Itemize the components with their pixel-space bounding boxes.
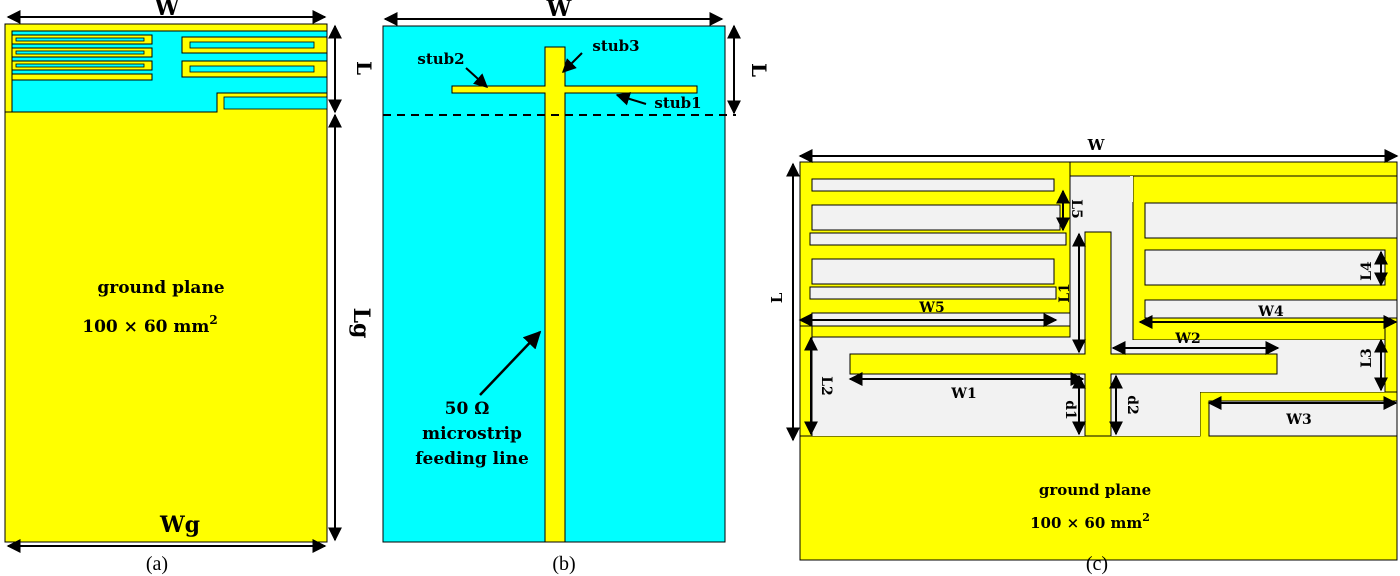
feed-line-pointer (479, 330, 542, 396)
dim-d1-label-c: d1 (1062, 400, 1078, 420)
left-slot-a-2 (15, 50, 145, 55)
dim-w2-label-c: W2 (1174, 331, 1200, 347)
left-finger-a-4 (11, 73, 153, 81)
left-slot-a-3 (15, 63, 145, 68)
dim-d2-label-c: d2 (1124, 395, 1140, 415)
feed-line-c (849, 231, 1278, 437)
feed-line-label-3: feeding line (415, 449, 529, 469)
stub1-label: stub1 (654, 94, 701, 112)
dim-l5-label-c: L5 (1068, 199, 1084, 219)
stub1-pointer (615, 92, 647, 106)
caption-b: (b) (552, 553, 575, 575)
dim-l-label-a: L (352, 61, 376, 75)
dim-l-label-c: L (768, 292, 786, 303)
caption-c: (c) (1086, 553, 1108, 575)
stub3-pointer (562, 52, 583, 73)
right-slot-c-1 (1144, 202, 1398, 239)
dim-l4-label-c: L4 (1359, 261, 1375, 281)
dim-lg-label-a: Lg (348, 308, 374, 339)
ground-plane-size-a: 100 × 60 mm2 (82, 313, 217, 337)
lower-gap-c2 (812, 392, 1200, 436)
right-slot-c-2 (1144, 249, 1386, 286)
dim-l1-label-c: L1 (1057, 283, 1073, 303)
feed-line-label-2: microstrip (422, 424, 522, 444)
dim-w-label-b: W (546, 0, 572, 22)
ground-plane-size-c: 100 × 60 mm2 (1030, 511, 1150, 532)
ground-plane-label-c: ground plane (1039, 481, 1151, 499)
dim-l-label-b: L (747, 63, 771, 77)
left-slot-c-1 (811, 178, 1055, 192)
left-slot-c-5 (809, 286, 1057, 300)
right-finger-a-3 (223, 96, 328, 110)
left-slot-c-2 (811, 204, 1061, 231)
dim-w1-label-c: W1 (950, 386, 976, 402)
panel-b: W L stub2 stub3 stub1 50 Ω microstrip fe… (382, 0, 771, 575)
panel-c: W L L5 L1 L4 L3 L2 d1 d2 W5 W4 W2 W1 W3 … (768, 136, 1399, 575)
left-slot-c-4 (811, 258, 1055, 285)
dim-w-label-c: W (1087, 136, 1106, 154)
radiator-frame-a (4, 23, 328, 113)
right-rail-c (1384, 317, 1398, 393)
right-slot-a-2 (189, 65, 315, 73)
dim-l2-label-c: L2 (818, 376, 834, 396)
feed-line-label-1: 50 Ω (445, 399, 490, 419)
dim-w-label-a: W (154, 0, 180, 21)
right-slot-a-1 (189, 41, 315, 49)
caption-a: (a) (146, 553, 168, 575)
stub2-label: stub2 (417, 50, 464, 68)
microstrip-feed-line (451, 46, 698, 543)
dim-l3-label-c: L3 (1359, 348, 1375, 368)
dim-w5-label-c: W5 (918, 300, 944, 316)
left-slot-c-3 (809, 232, 1067, 246)
dim-wg-label-a: Wg (159, 512, 200, 538)
ground-plane-a (4, 92, 328, 543)
stub2-pointer (465, 67, 489, 88)
left-slot-a-1 (15, 37, 145, 42)
dim-w3-label-c: W3 (1285, 412, 1311, 428)
dim-w4-label-c: W4 (1257, 304, 1284, 320)
right-slot-c-4 (1130, 176, 1133, 202)
ground-plane-label-a: ground plane (97, 278, 224, 298)
stub3-label: stub3 (592, 37, 639, 55)
panel-a: W L Lg Wg ground plane 100 × 60 mm2 (a) (4, 0, 376, 575)
